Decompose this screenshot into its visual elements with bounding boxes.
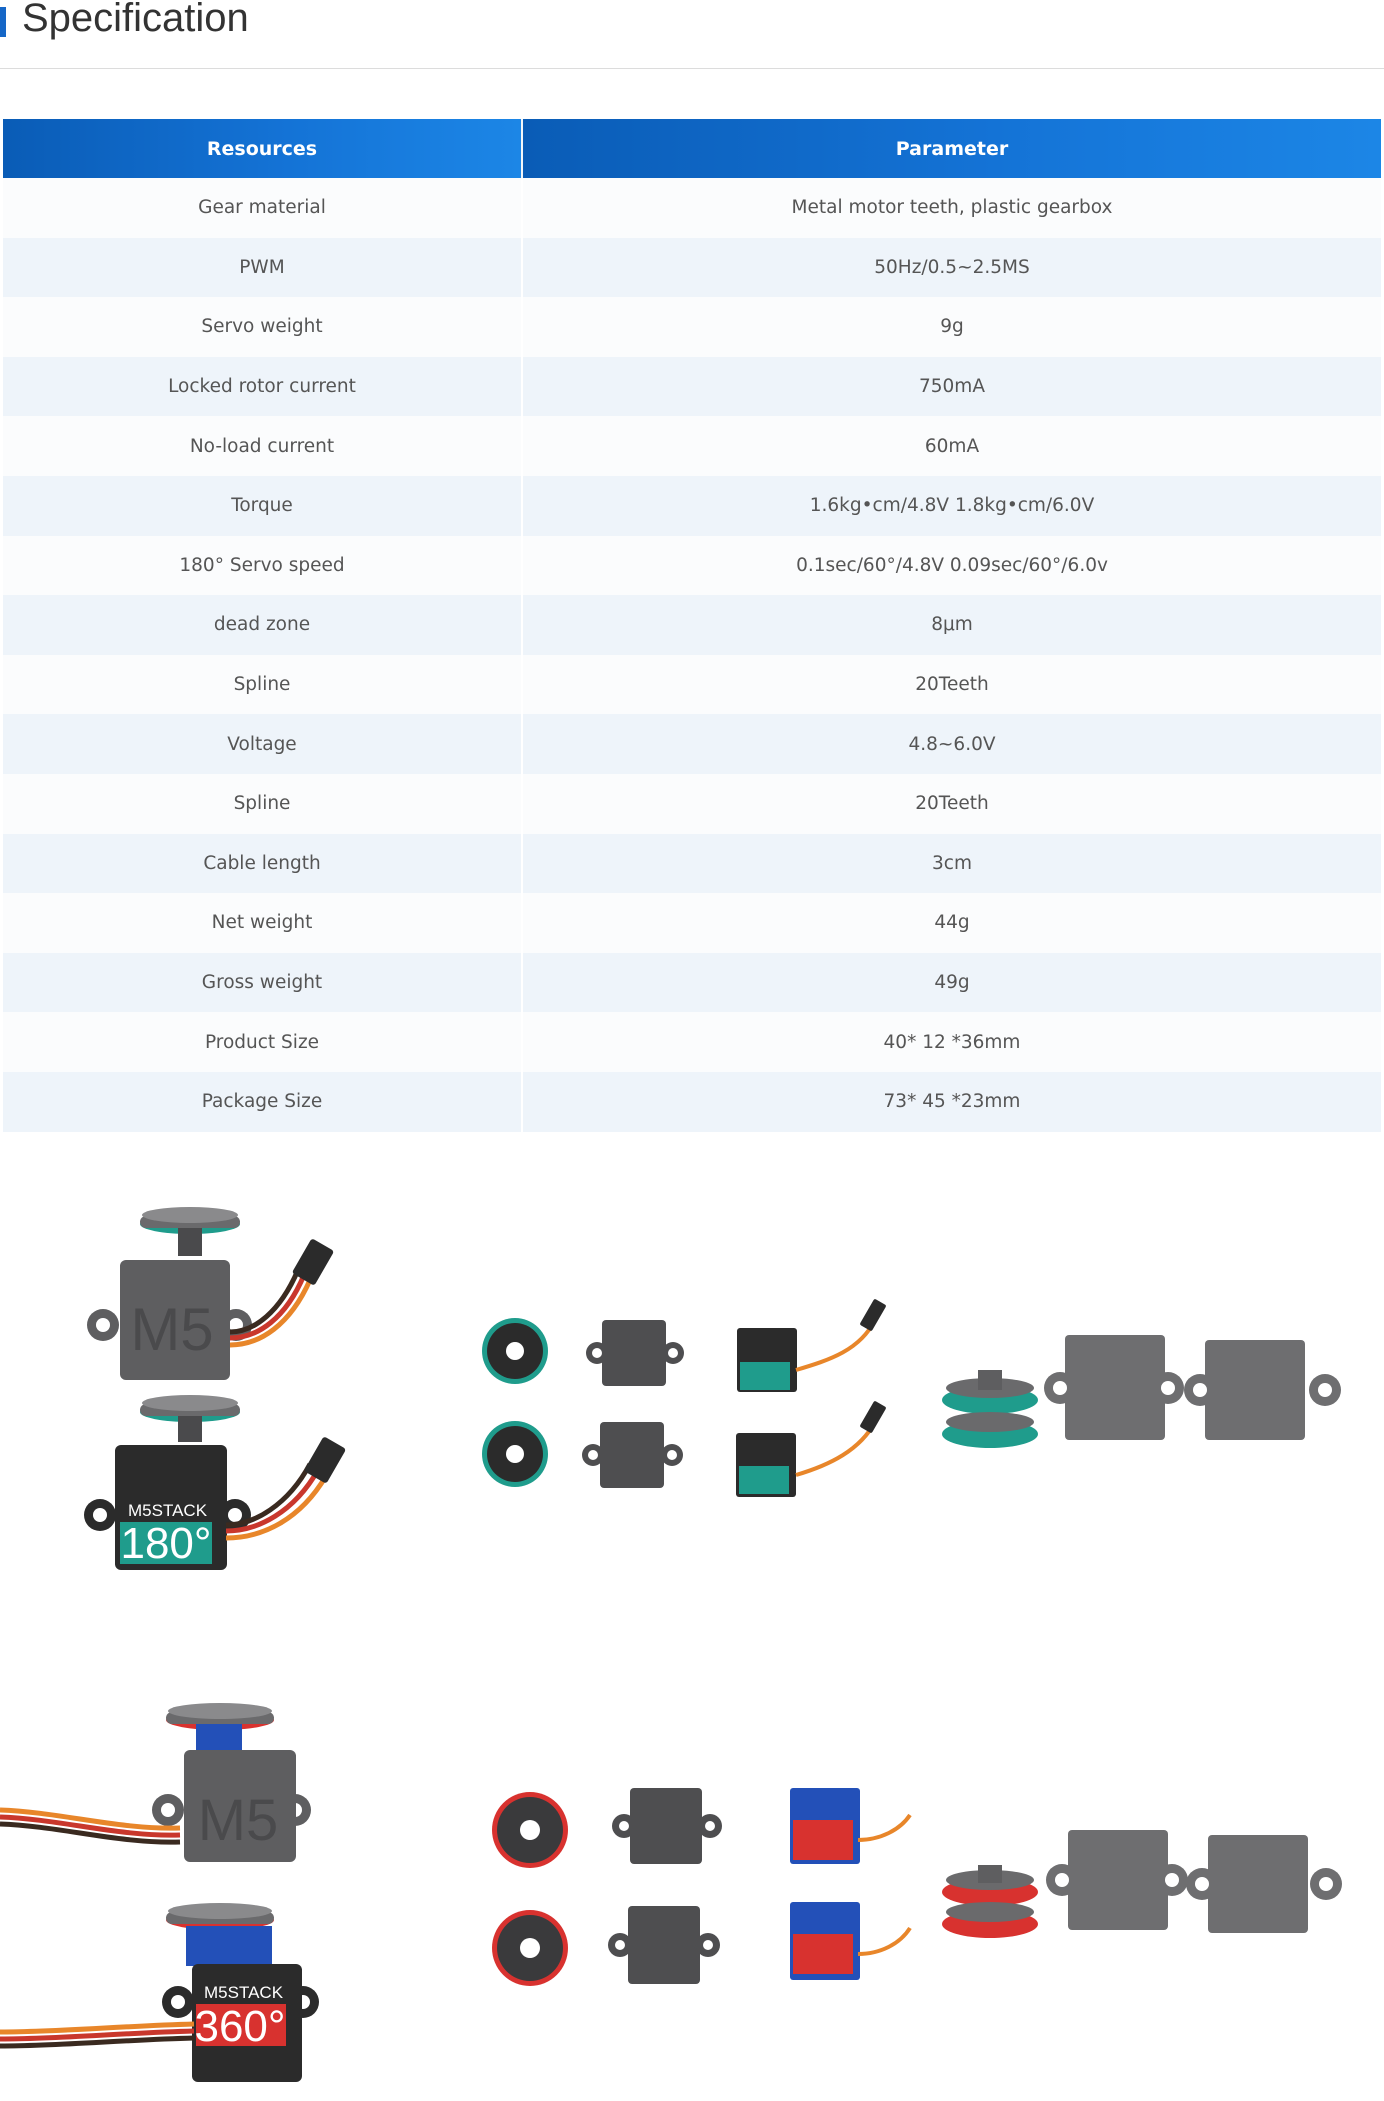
angle-360-label: 360° [194,2002,285,2051]
servo-180-brackets [942,1335,1341,1448]
parameter-cell: 60mA [522,416,1381,476]
resource-cell: Gross weight [3,952,523,1013]
resource-cell: No-load current [3,416,523,476]
resource-cell: Net weight [3,893,523,953]
resource-cell: Package Size [3,1071,523,1132]
resource-cell: Torque [3,475,523,536]
resource-cell: 180° Servo speed [3,535,523,596]
header-parameter: Parameter [522,119,1381,178]
servo-180-assembled-label: M5STACK 180° [84,1395,346,1570]
parameter-cell: 49g [522,952,1381,1013]
servo-360-brackets [942,1830,1342,1938]
parameter-cell: 4.8~6.0V [522,714,1381,774]
parameter-cell: 20Teeth [522,773,1381,834]
parameter-cell: 40* 12 *36mm [522,1012,1381,1072]
resource-cell: Product Size [3,1012,523,1072]
resource-cell: Spline [3,654,523,715]
m5-embossed-logo-2: M5 [198,1788,279,1853]
resource-cell: Gear material [3,178,523,238]
resource-cell: Servo weight [3,297,523,357]
parameter-cell: 44g [522,893,1381,953]
brand-label: M5STACK [128,1501,208,1520]
servo-180-gallery: M5 M5STACK 180° [0,1150,1384,1590]
resource-cell: dead zone [3,595,523,655]
resource-cell: Spline [3,773,523,834]
servo-180-photos: M5 M5STACK 180° [84,1207,1341,1570]
servo-360-gallery: M5 M5STACK 360° [0,1680,1384,2101]
servo-180-assembled-housing: M5 [87,1207,334,1380]
servo-360-assembled-housing: M5 [0,1703,311,1862]
resource-cell: Locked rotor current [3,356,523,417]
angle-180-label: 180° [120,1519,211,1568]
parameter-cell: 73* 45 *23mm [522,1071,1381,1132]
servo-180-parts [482,1299,886,1497]
parameter-cell: 1.6kg•cm/4.8V 1.8kg•cm/6.0V [522,475,1381,536]
servo-360-assembled-label: M5STACK 360° [0,1903,319,2082]
servo-360-photos: M5 M5STACK 360° [0,1703,1342,2082]
parameter-cell: 8μm [522,595,1381,655]
parameter-cell: 0.1sec/60°/4.8V 0.09sec/60°/6.0v [522,535,1381,596]
m5-embossed-logo: M5 [130,1296,213,1363]
spec-table-header: Resources Parameter [3,119,1381,178]
parameter-cell: 750mA [522,356,1381,417]
parameter-cell: 3cm [522,833,1381,894]
page-title: Specification [22,0,249,40]
servo-360-parts [492,1788,912,1986]
header-resources: Resources [3,119,523,178]
resource-cell: Voltage [3,714,523,774]
resource-cell: PWM [3,237,523,298]
resource-cell: Cable length [3,833,523,894]
title-accent-bar [0,7,6,37]
section-header: Specification [0,0,1384,69]
parameter-cell: Metal motor teeth, plastic gearbox [522,178,1381,238]
parameter-cell: 50Hz/0.5~2.5MS [522,237,1381,298]
brand-label-2: M5STACK [204,1983,284,2002]
parameter-cell: 20Teeth [522,654,1381,715]
parameter-cell: 9g [522,297,1381,357]
